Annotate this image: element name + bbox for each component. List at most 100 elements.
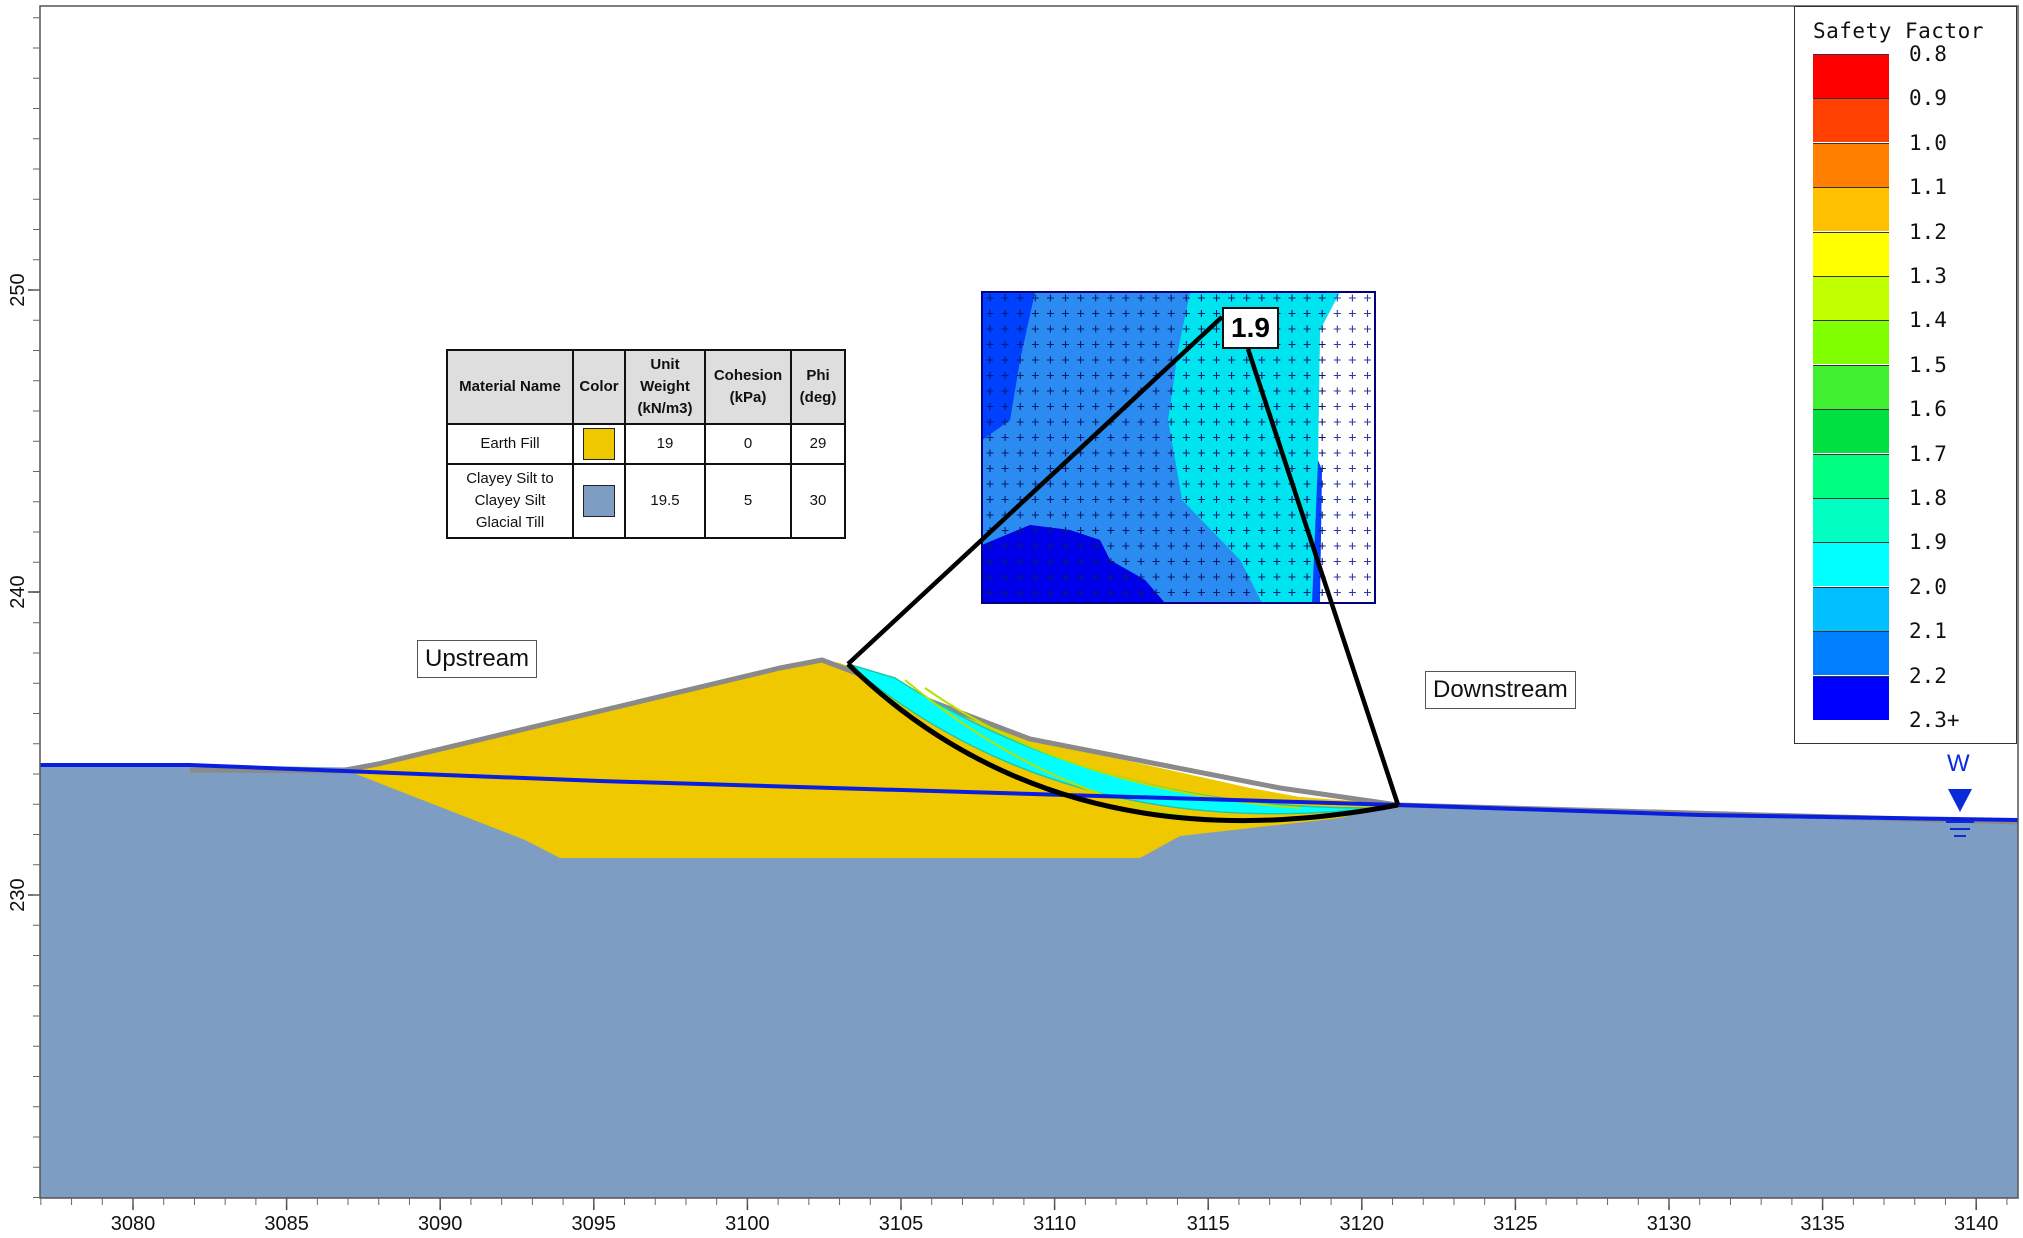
- grid-cross-mark: [1348, 325, 1356, 333]
- grid-cross-mark: [1243, 356, 1251, 364]
- material-color-cell: [572, 463, 626, 539]
- grid-cross-mark: [986, 403, 994, 410]
- grid-cross-mark: [1318, 434, 1326, 441]
- grid-cross-mark: [1318, 511, 1326, 519]
- downstream-label: Downstream: [1425, 671, 1576, 709]
- x-tick-label: 3095: [572, 1213, 617, 1233]
- x-tick-label: 3110: [1033, 1213, 1076, 1233]
- grid-cross-mark: [1137, 341, 1145, 348]
- material-cohesion: 0: [704, 423, 792, 465]
- grid-cross-mark: [1197, 325, 1205, 333]
- grid-cross-mark: [1182, 480, 1190, 488]
- grid-cross-mark: [1031, 558, 1039, 565]
- grid-cross-mark: [1333, 589, 1341, 596]
- grid-cross-mark: [1348, 527, 1356, 534]
- legend-swatch: [1813, 98, 1889, 143]
- grid-cross-mark: [1288, 449, 1296, 457]
- grid-cross-mark: [1016, 589, 1024, 596]
- grid-cross-mark: [1031, 310, 1039, 317]
- grid-cross-mark: [1152, 542, 1160, 550]
- grid-cross-mark: [1031, 434, 1039, 441]
- grid-cross-mark: [1062, 372, 1069, 379]
- grid-cross-mark: [1258, 480, 1266, 488]
- grid-cross-mark: [1107, 356, 1115, 364]
- grid-cross-mark: [1016, 449, 1024, 457]
- grid-cross-mark: [1197, 589, 1205, 596]
- grid-cross-mark: [986, 589, 994, 596]
- grid-cross-mark: [1258, 356, 1266, 364]
- critical-slip-surface: [846, 662, 1399, 824]
- grid-cross-mark: [1077, 418, 1085, 426]
- grid-cross-mark: [1364, 341, 1371, 348]
- grid-cross-mark: [1288, 573, 1296, 581]
- grid-cross-mark: [1213, 542, 1220, 550]
- grid-cross-mark: [1243, 589, 1251, 596]
- grid-cross-mark: [1348, 496, 1356, 503]
- legend-value: 1.5: [1909, 352, 1947, 377]
- grid-cross-mark: [1364, 496, 1371, 503]
- grid-cross-mark: [1167, 310, 1175, 317]
- grid-cross-mark: [1107, 449, 1115, 457]
- grid-cross-mark: [1016, 418, 1024, 426]
- grid-cross-mark: [1167, 573, 1175, 581]
- grid-cross-mark: [1092, 542, 1100, 550]
- grid-cross-mark: [1016, 310, 1024, 317]
- grid-cross-mark: [1243, 372, 1251, 379]
- grid-cross-mark: [1092, 465, 1100, 472]
- grid-cross-mark: [1122, 558, 1130, 565]
- grid-cross-mark: [1137, 527, 1145, 534]
- grid-cross-mark: [1046, 527, 1054, 534]
- y-tick-label: 250: [7, 273, 29, 306]
- grid-cross-mark: [1046, 480, 1054, 488]
- material-unit-weight: 19: [624, 423, 706, 465]
- grid-cross-mark: [1213, 310, 1220, 317]
- grid-cross-mark: [1167, 589, 1175, 596]
- grid-cross-mark: [1137, 325, 1145, 333]
- grid-cross-mark: [1062, 356, 1069, 364]
- grid-cross-mark: [1016, 480, 1024, 488]
- plot-frame: [39, 5, 2019, 1199]
- grid-cross-mark: [1243, 511, 1251, 519]
- grid-cross-mark: [1364, 589, 1371, 596]
- grid-cross-mark: [1348, 542, 1356, 550]
- grid-cross-mark: [1243, 527, 1251, 534]
- grid-cross-mark: [1258, 372, 1266, 379]
- grid-cross-mark: [1046, 403, 1054, 410]
- grid-cross-mark: [1197, 341, 1205, 348]
- grid-cross-mark: [1046, 434, 1054, 441]
- grid-cross-mark: [1031, 325, 1039, 333]
- grid-cross-mark: [1077, 387, 1085, 395]
- grid-cross-mark: [1167, 511, 1175, 519]
- grid-cross-mark: [1046, 372, 1054, 379]
- grid-cross-mark: [1167, 558, 1175, 565]
- grid-cross-mark: [1273, 480, 1281, 488]
- grid-cross-mark: [1303, 341, 1311, 348]
- grid-cross-mark: [1062, 403, 1069, 410]
- grid-cross-mark: [1152, 496, 1160, 503]
- grid-cross-mark: [1001, 449, 1009, 457]
- grid-cross-mark: [1288, 372, 1296, 379]
- grid-cross-mark: [1167, 542, 1175, 550]
- grid-cross-mark: [1137, 449, 1145, 457]
- grid-cross-mark: [1333, 418, 1341, 426]
- grid-cross-mark: [1137, 310, 1145, 317]
- grid-cross-mark: [986, 465, 994, 472]
- grid-cross-mark: [1348, 403, 1356, 410]
- grid-cross-mark: [1348, 387, 1356, 395]
- grid-cross-mark: [1046, 589, 1054, 596]
- grid-cross-mark: [1364, 527, 1371, 534]
- grid-cross-mark: [1303, 589, 1311, 596]
- legend-value: 1.9: [1909, 530, 1947, 555]
- grid-cross-mark: [1167, 496, 1175, 503]
- grid-cross-mark: [1213, 294, 1220, 302]
- legend-value: 1.1: [1909, 175, 1947, 200]
- grid-cross-mark: [1016, 387, 1024, 395]
- grid-cross-mark: [1258, 527, 1266, 534]
- grid-cross-mark: [1288, 387, 1296, 395]
- grid-cross-mark: [1077, 310, 1085, 317]
- grid-cross-mark: [1062, 465, 1069, 472]
- legend-value: 2.2: [1909, 663, 1947, 688]
- grid-cross-mark: [1228, 589, 1236, 596]
- grid-cross-mark: [1092, 558, 1100, 565]
- legend-value: 1.0: [1909, 130, 1947, 155]
